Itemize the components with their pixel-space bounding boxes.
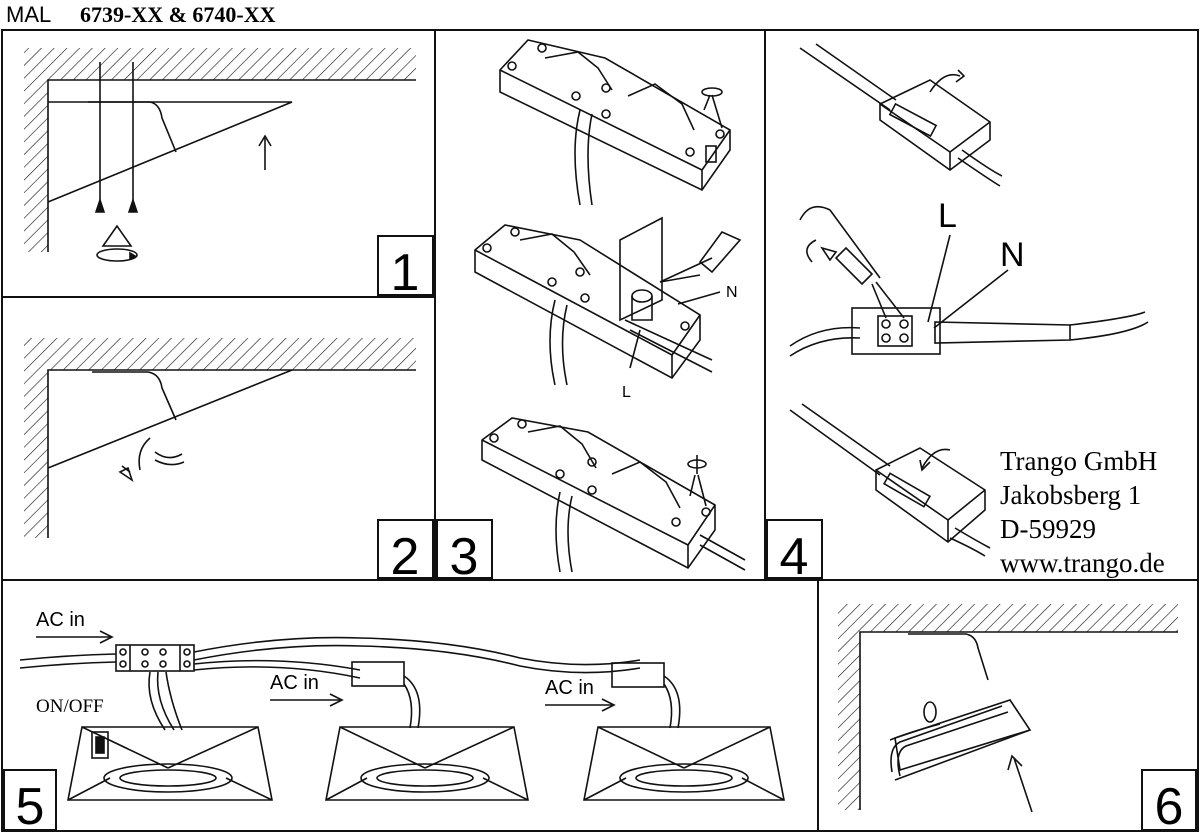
step-6-illustration: [838, 604, 1178, 813]
step-number-6: 6: [1155, 778, 1184, 833]
model-numbers: 6739-XX & 6740-XX: [80, 2, 276, 27]
live-label-small: L: [622, 384, 631, 401]
website: www.trango.de: [1000, 548, 1165, 578]
step-3-illustration: [474, 39, 746, 573]
step-4-illustration: [789, 43, 1149, 557]
step-1-illustration: [24, 48, 416, 262]
brand-label: MAL: [6, 2, 51, 27]
step-number-5: 5: [16, 778, 45, 833]
panel-grid: [1, 29, 1199, 832]
manufacturer-address: Trango GmbH Jakobsberg 1 D-59929 www.tra…: [1000, 446, 1165, 578]
step-2-illustration: [24, 338, 416, 538]
ac-in-label-1: AC in: [36, 609, 85, 631]
ac-in-label-3: AC in: [545, 677, 594, 699]
company-name: Trango GmbH: [1000, 446, 1157, 476]
step-number-2: 2: [391, 528, 420, 586]
neutral-label-large: N: [1000, 236, 1025, 274]
postcode: D-59929: [1000, 514, 1096, 544]
step-5-illustration: [19, 630, 785, 801]
street-address: Jakobsberg 1: [1000, 480, 1141, 510]
step-number-boxes: 1 2 3 4 5 6: [3, 235, 1197, 833]
ac-in-label-2: AC in: [270, 672, 319, 694]
step-number-4: 4: [780, 528, 809, 586]
neutral-label-small: N: [726, 284, 738, 301]
step-number-1: 1: [391, 244, 420, 302]
step-number-3: 3: [450, 528, 479, 586]
on-off-label: ON/OFF: [36, 696, 104, 717]
live-label-large: L: [938, 197, 957, 235]
